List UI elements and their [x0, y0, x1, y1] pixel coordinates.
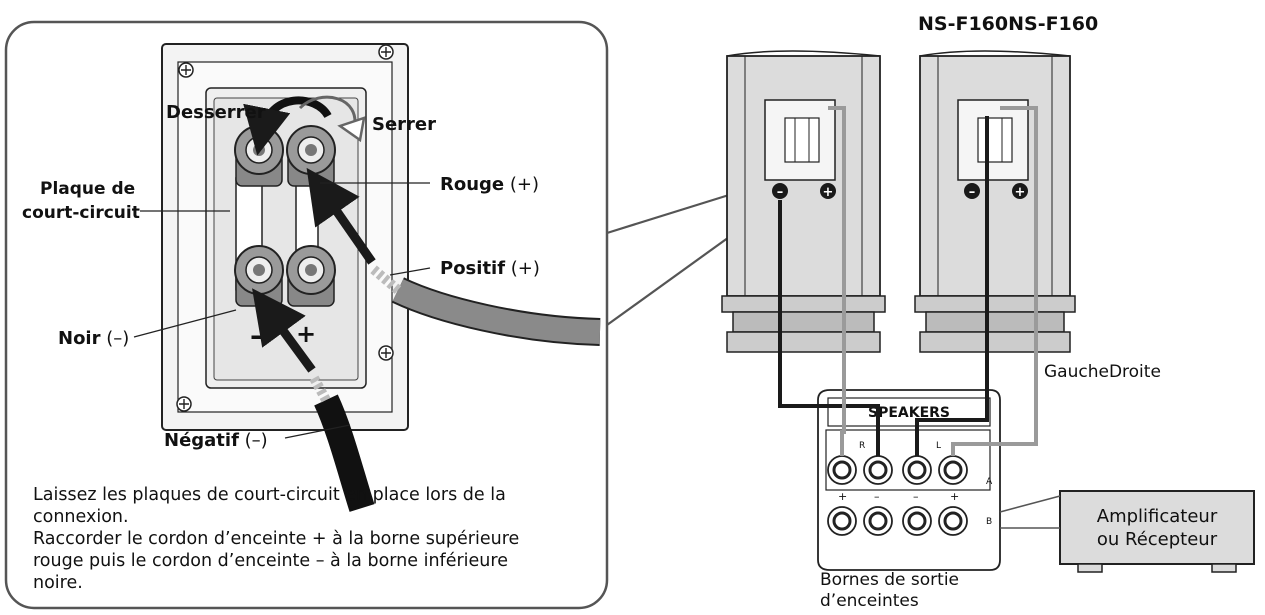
instruction-line: Raccorder le cordon d’enceinte + à la bo…: [33, 529, 520, 549]
svg-text:–: –: [777, 185, 784, 200]
loosen-label: Desserrer: [166, 102, 266, 123]
speaker-left-minus-icon: –: [772, 183, 788, 200]
amplifier-box: Amplificateur ou Récepteur: [1059, 490, 1255, 573]
speaker-side-label: GaucheDroite: [1044, 362, 1161, 382]
binding-post-upper-right: [286, 125, 336, 187]
callout-pointer-top: [606, 188, 746, 235]
tighten-label: Serrer: [372, 114, 436, 135]
speaker-left: [721, 50, 886, 353]
negative-wire-label: Négatif (–): [164, 430, 268, 451]
output-terminal-a2: [863, 455, 893, 485]
amplifier-label-line1: Amplificateur: [1097, 506, 1218, 527]
screw-icon: [378, 44, 394, 60]
right-speaker-plus-cable: [951, 106, 1038, 456]
positive-insert-arrow-icon: [306, 167, 376, 265]
svg-text:–: –: [913, 490, 919, 503]
output-terminal-a3: [902, 455, 932, 485]
binding-post-upper-left: [234, 125, 284, 187]
shorting-plate-label-line2: court-circuit: [22, 203, 140, 223]
instructions-text: Laissez les plaques de court-circuit en …: [33, 484, 598, 594]
svg-text:+: +: [950, 490, 959, 503]
output-terminal-a1: [827, 455, 857, 485]
negative-wire: [252, 288, 375, 512]
output-terminal-b3: [902, 506, 932, 536]
positive-wire: [306, 167, 601, 346]
left-speaker-minus-cable: [778, 200, 880, 456]
tighten-arrowhead-icon: [337, 116, 366, 143]
left-speaker-plus-cable: [828, 106, 846, 456]
plate-minus-mark: –: [250, 319, 264, 352]
svg-text:–: –: [969, 185, 976, 200]
instruction-line: Laissez les plaques de court-circuit en …: [33, 485, 506, 505]
speaker-right-minus-icon: –: [964, 183, 980, 200]
terminals-caption-line2: d’enceintes: [820, 591, 919, 611]
negative-insert-arrow-icon: [252, 288, 316, 373]
amplifier-label-line2: ou Récepteur: [1097, 529, 1218, 550]
svg-text:+: +: [823, 185, 834, 200]
shorting-plate-label-line1: Plaque de: [40, 179, 135, 199]
output-terminal-b4: [938, 506, 968, 536]
right-speaker-minus-cable: [915, 116, 989, 456]
svg-text:L: L: [936, 441, 941, 451]
screw-icon: [176, 396, 192, 412]
output-terminal-a4: [938, 455, 968, 485]
svg-text:R: R: [859, 441, 865, 451]
speaker-left-plus-icon: +: [820, 183, 836, 200]
output-terminal-b2: [863, 506, 893, 536]
speaker-cables: [778, 106, 1038, 456]
instruction-line: connexion.: [33, 507, 129, 527]
speaker-right-plus-icon: +: [1012, 183, 1028, 200]
screw-icon: [378, 345, 394, 361]
screw-icon: [178, 62, 194, 78]
plate-plus-mark: +: [296, 320, 316, 348]
instruction-line: rouge puis le cordon d’enceinte – à la b…: [33, 551, 508, 571]
svg-text:–: –: [874, 490, 880, 503]
svg-text:A: A: [986, 477, 993, 487]
terminals-caption-line1: Bornes de sortie: [820, 570, 959, 590]
black-terminal-label: Noir (–): [58, 328, 129, 349]
binding-post-lower-left: [234, 245, 284, 307]
red-terminal-label: Rouge (+): [440, 174, 539, 195]
amplifier-pointer: [999, 495, 1061, 529]
binding-post-lower-right: [286, 245, 336, 307]
svg-text:B: B: [986, 517, 992, 527]
speakers-panel-label: SPEAKERS: [868, 405, 950, 421]
svg-text:+: +: [1015, 185, 1026, 200]
output-terminal-b1: [827, 506, 857, 536]
speaker-model-label: NS-F160NS-F160: [918, 13, 1098, 35]
positive-wire-label: Positif (+): [440, 258, 540, 279]
speaker-terminal-panel: SPEAKERS R L A B + – – +: [817, 389, 1001, 571]
instruction-line: noire.: [33, 573, 83, 593]
speaker-right: [914, 50, 1076, 353]
svg-text:+: +: [838, 490, 847, 503]
loosen-arrow-icon: [243, 96, 332, 156]
